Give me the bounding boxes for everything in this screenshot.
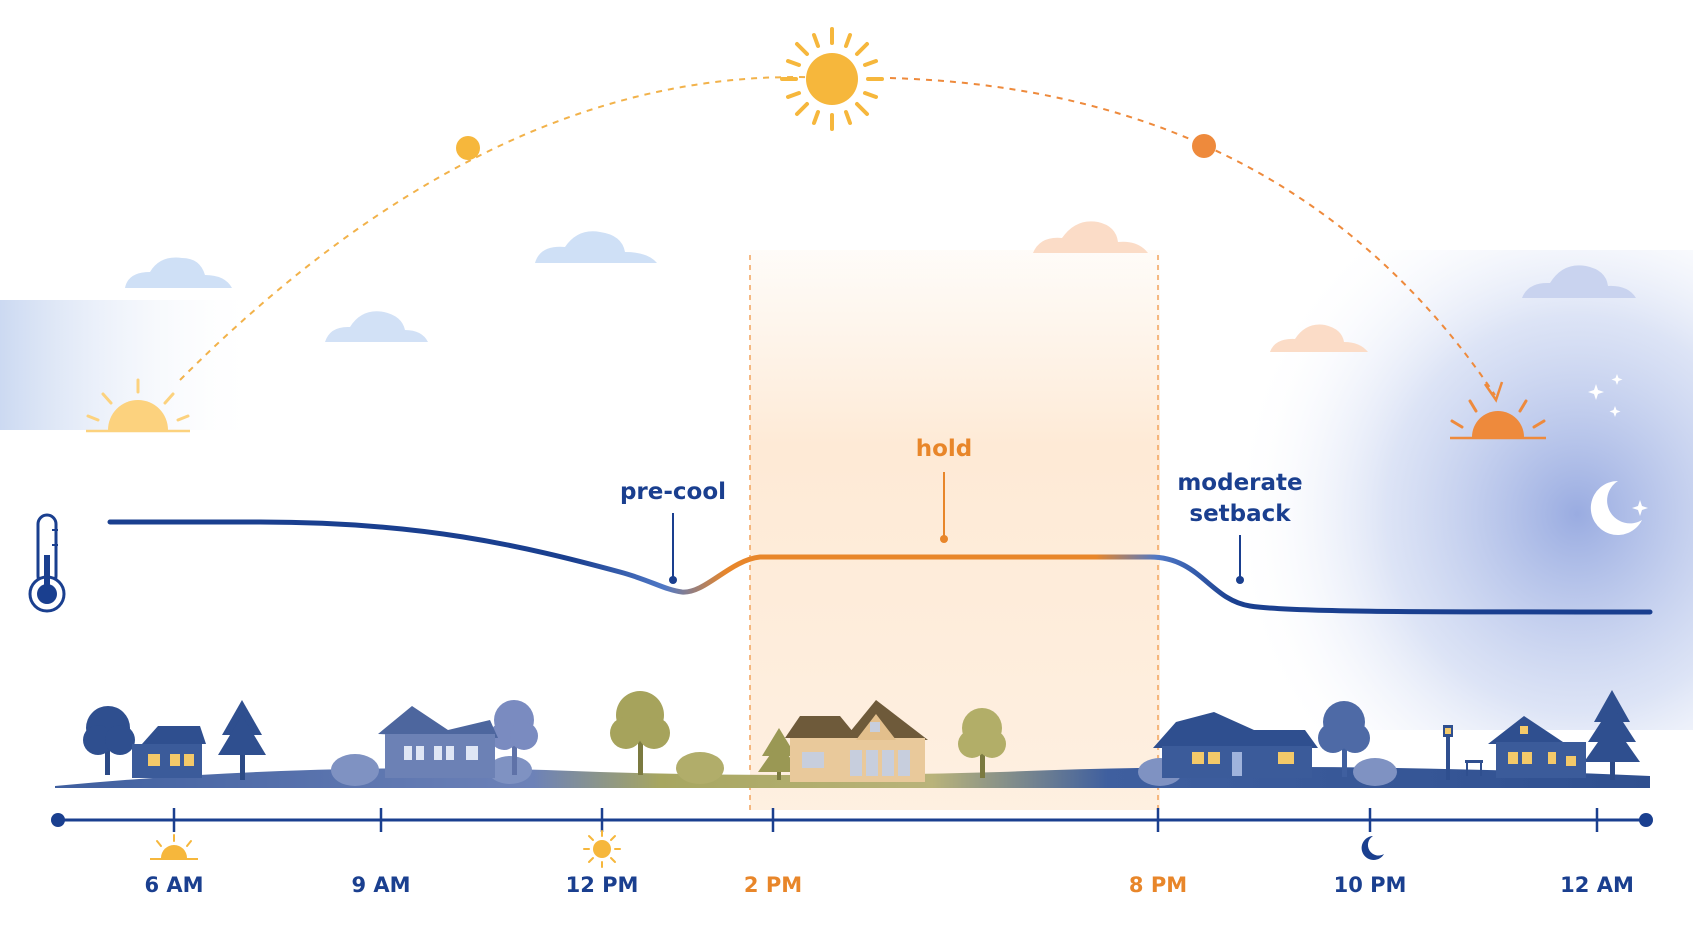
cloud-icon bbox=[125, 257, 232, 288]
timeline-tick-label: 2 PM bbox=[743, 873, 803, 897]
lamp-post-icon bbox=[1443, 725, 1483, 780]
precool-pointer bbox=[669, 513, 677, 584]
sunrise-icon bbox=[86, 378, 190, 433]
cloud-icon bbox=[1522, 265, 1636, 298]
setback-label-line1: moderate bbox=[1177, 470, 1303, 496]
timeline-tick-label: 9 AM bbox=[351, 873, 411, 897]
sunrise-icon bbox=[150, 834, 198, 860]
hold-pointer bbox=[940, 472, 948, 543]
tree-icon bbox=[218, 700, 266, 780]
precool-label: pre-cool bbox=[619, 479, 727, 505]
sun-icon bbox=[780, 27, 884, 131]
moderate-setback-label: moderate setback bbox=[1160, 468, 1320, 530]
tree-icon bbox=[1318, 701, 1370, 777]
sun-path-arc bbox=[179, 76, 831, 381]
house-icon bbox=[132, 726, 206, 778]
cloud-icon bbox=[535, 231, 657, 263]
tree-icon bbox=[490, 700, 538, 775]
tree-icon bbox=[958, 708, 1006, 778]
timeline-start-dot bbox=[51, 813, 65, 827]
house-icon bbox=[378, 706, 498, 778]
sun-icon bbox=[583, 830, 621, 868]
thermometer-icon bbox=[28, 513, 66, 613]
cloud-icon bbox=[1270, 324, 1368, 352]
timeline-tick-label: 10 PM bbox=[1333, 873, 1407, 897]
timeline-tick-label: 8 PM bbox=[1128, 873, 1188, 897]
sunset-arrow-icon bbox=[1483, 381, 1504, 403]
sun-path-arc-evening bbox=[889, 77, 1496, 396]
house-icon bbox=[785, 700, 928, 782]
tree-icon bbox=[83, 706, 135, 775]
bush-icon bbox=[676, 752, 724, 784]
sun-morning-dot bbox=[456, 136, 480, 160]
timeline-end-dot bbox=[1639, 813, 1653, 827]
moon-icon bbox=[1590, 480, 1642, 535]
tree-icon bbox=[758, 728, 800, 780]
sunset-icon bbox=[1450, 399, 1546, 440]
cloud-icon bbox=[325, 311, 428, 342]
tree-icon bbox=[610, 691, 670, 775]
bush-icon bbox=[331, 754, 1397, 786]
hold-label: hold bbox=[915, 436, 973, 462]
sun-evening-dot bbox=[1192, 134, 1216, 158]
timeline-ticks bbox=[172, 808, 1599, 832]
timeline-tick-label: 12 AM bbox=[1560, 873, 1634, 897]
cloud-icon bbox=[1033, 221, 1148, 253]
star-icon bbox=[1588, 374, 1648, 516]
house-icon bbox=[1488, 716, 1586, 778]
timeline-tick-label: 6 AM bbox=[144, 873, 204, 897]
setback-pointer bbox=[1236, 535, 1244, 584]
moon-icon bbox=[1361, 836, 1384, 860]
tree-icon bbox=[1584, 690, 1640, 780]
setback-label-line2: setback bbox=[1189, 501, 1291, 527]
house-icon bbox=[1153, 712, 1318, 778]
temperature-curve bbox=[107, 519, 1653, 615]
timeline-tick-label: 12 PM bbox=[565, 873, 639, 897]
